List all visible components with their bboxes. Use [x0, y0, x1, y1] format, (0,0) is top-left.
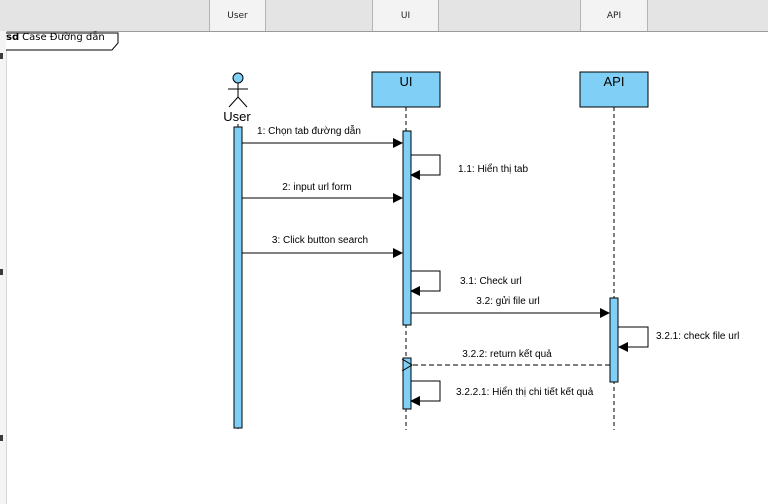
- lifeline-box-ui[interactable]: [371, 71, 441, 108]
- message-label: 3.1: Check url: [460, 276, 522, 287]
- header-tab-api[interactable]: API: [580, 0, 648, 31]
- self-message-arrow[interactable]: [410, 154, 441, 180]
- message-label: 2: input url form: [282, 182, 351, 193]
- header-tab-user[interactable]: User: [209, 0, 266, 31]
- edge-marker: [0, 435, 3, 441]
- message-label: 1.1: Hiển thị tab: [458, 163, 528, 175]
- self-message-arrow[interactable]: [618, 326, 649, 352]
- header-tab-ui[interactable]: UI: [372, 0, 439, 31]
- activation-user: [233, 126, 243, 429]
- edge-marker: [0, 269, 3, 275]
- edge-marker: [0, 53, 3, 59]
- frame-tag-outline: [6, 32, 119, 51]
- actor-user-icon[interactable]: [228, 72, 248, 108]
- self-message-arrow[interactable]: [410, 380, 441, 406]
- message-label: 3.2.2: return kết quả: [462, 348, 552, 360]
- activation-ui-1: [402, 130, 412, 326]
- actor-user-label: User: [223, 109, 251, 124]
- frame-kind: sd: [6, 32, 20, 43]
- self-message-arrow[interactable]: [410, 270, 441, 296]
- lifeline-box-ui-label: UI: [400, 74, 413, 89]
- header-bar: User UI API: [0, 0, 768, 32]
- left-edge-ruler: [0, 31, 7, 504]
- message-label: 3.2.2.1: Hiển thị chi tiết kết quả: [456, 386, 594, 398]
- lifeline-box-api-label: API: [604, 74, 625, 89]
- frame-title: Case Đường dẫn: [22, 32, 105, 43]
- message-label: 3.2.1: check file url: [656, 331, 739, 342]
- message-label: 1: Chọn tab đường dẫn: [257, 124, 361, 137]
- message-label: 3: Click button search: [272, 235, 368, 246]
- lifeline-box-api[interactable]: [579, 71, 649, 108]
- activation-api: [609, 297, 619, 383]
- activation-ui-2: [402, 357, 412, 410]
- message-label: 3.2: gửi file url: [476, 295, 539, 307]
